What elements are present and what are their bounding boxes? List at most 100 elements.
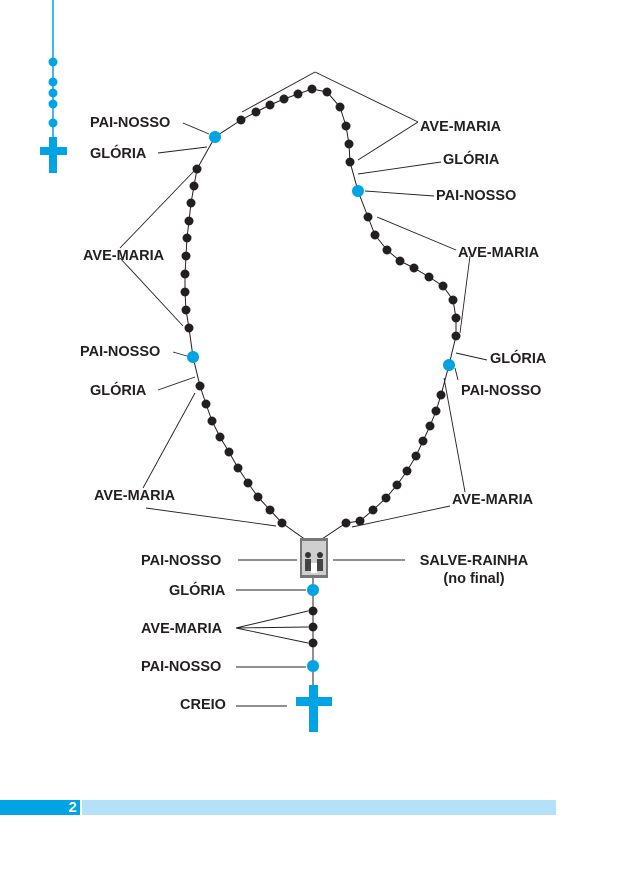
footer-bar — [82, 800, 556, 815]
label-gloria-4: GLÓRIA — [490, 351, 547, 367]
leader-lines — [119, 71, 488, 707]
ave-maria-bead — [265, 100, 275, 110]
leader-line — [454, 367, 459, 381]
ave-maria-bead — [395, 256, 405, 266]
label-ave-maria-4: AVE-MARIA — [458, 245, 540, 261]
pai-nosso-bead — [307, 584, 319, 596]
medal-icon — [300, 538, 328, 578]
leader-line — [142, 392, 196, 489]
ave-maria-bead — [425, 421, 435, 431]
ave-maria-bead — [251, 107, 261, 117]
ave-maria-bead — [341, 518, 351, 528]
ave-maria-bead — [436, 390, 446, 400]
ave-maria-bead — [180, 269, 190, 279]
ave-maria-bead — [308, 638, 318, 648]
ave-maria-bead — [181, 305, 191, 315]
leader-line — [172, 351, 188, 357]
ave-maria-bead — [192, 164, 202, 174]
ave-maria-bead — [451, 331, 461, 341]
ave-maria-bead — [344, 139, 354, 149]
mini-bead — [48, 88, 58, 98]
ave-maria-bead — [195, 381, 205, 391]
ave-maria-bead — [308, 622, 318, 632]
pai-nosso-bead — [209, 131, 221, 143]
pai-nosso-bead — [187, 351, 199, 363]
mini-bead — [48, 118, 58, 128]
ave-maria-bead — [243, 478, 253, 488]
label-gloria-5: GLÓRIA — [169, 583, 226, 599]
ave-maria-bead — [402, 466, 412, 476]
label-pai-nosso-1: PAI-NOSSO — [90, 115, 171, 131]
leader-line — [119, 170, 195, 249]
ave-maria-bead — [341, 121, 351, 131]
ave-maria-bead — [265, 505, 275, 515]
label-ave-maria-1: AVE-MARIA — [83, 248, 165, 264]
mini-cross-horizontal — [40, 147, 67, 155]
ave-maria-bead — [201, 399, 211, 409]
ave-maria-bead — [381, 493, 391, 503]
label-salve-rainha: SALVE-RAINHA — [419, 553, 529, 569]
ave-maria-bead — [279, 94, 289, 104]
leader-line — [157, 146, 208, 154]
page-number: 2 — [68, 799, 77, 816]
label-pai-nosso-3: PAI-NOSSO — [436, 188, 517, 204]
pai-nosso-bead — [307, 660, 319, 672]
label-creio: CREIO — [180, 697, 226, 713]
label-gloria-1: GLÓRIA — [90, 146, 147, 162]
label-pai-nosso-6: PAI-NOSSO — [141, 659, 222, 675]
label-pai-nosso-4: PAI-NOSSO — [461, 383, 542, 399]
label-gloria-2: GLÓRIA — [90, 383, 147, 399]
ave-maria-bead — [253, 492, 263, 502]
pai-nosso-bead — [443, 359, 455, 371]
ave-maria-bead — [392, 480, 402, 490]
ave-maria-bead — [335, 102, 345, 112]
leader-line — [145, 507, 277, 527]
ave-maria-bead — [418, 436, 428, 446]
ave-maria-bead — [370, 230, 380, 240]
ave-maria-bead — [382, 245, 392, 255]
leader-line — [357, 161, 442, 175]
mini-bead — [48, 57, 58, 67]
leader-line — [119, 257, 184, 327]
mini-bead — [48, 77, 58, 87]
ave-maria-bead — [322, 87, 332, 97]
rosary-beads — [180, 84, 461, 672]
ave-maria-bead — [215, 432, 225, 442]
ave-maria-bead — [409, 263, 419, 273]
ave-maria-bead — [186, 198, 196, 208]
leader-line — [364, 190, 435, 197]
leader-line — [314, 71, 419, 123]
ave-maria-bead — [368, 505, 378, 515]
ave-maria-bead — [207, 416, 217, 426]
mini-bead — [48, 99, 58, 109]
ave-maria-bead — [182, 233, 192, 243]
ave-maria-bead — [355, 516, 365, 526]
ave-maria-bead — [233, 463, 243, 473]
mini-rosary-icon — [40, 0, 67, 173]
leader-line — [459, 255, 471, 334]
leader-line — [235, 627, 309, 644]
ave-maria-bead — [345, 157, 355, 167]
ave-maria-bead — [411, 451, 421, 461]
leader-line — [235, 610, 309, 629]
label-ave-maria-6: AVE-MARIA — [141, 621, 223, 637]
leader-line — [241, 71, 316, 113]
leader-line — [357, 121, 419, 161]
label-pai-nosso-5: PAI-NOSSO — [141, 553, 222, 569]
ave-maria-bead — [448, 295, 458, 305]
ave-maria-bead — [184, 216, 194, 226]
ave-maria-bead — [451, 313, 461, 323]
label-ave-maria-3: AVE-MARIA — [420, 119, 502, 135]
rosary-chain — [184, 88, 457, 690]
label-pai-nosso-2: PAI-NOSSO — [80, 344, 161, 360]
ave-maria-bead — [363, 212, 373, 222]
leader-line — [351, 505, 451, 528]
footer-bar-page: 2 — [0, 799, 80, 816]
ave-maria-bead — [189, 181, 199, 191]
ave-maria-bead — [181, 251, 191, 261]
label-ave-maria-5: AVE-MARIA — [452, 492, 534, 508]
pai-nosso-bead — [352, 185, 364, 197]
ave-maria-bead — [293, 89, 303, 99]
leader-line — [443, 377, 466, 493]
